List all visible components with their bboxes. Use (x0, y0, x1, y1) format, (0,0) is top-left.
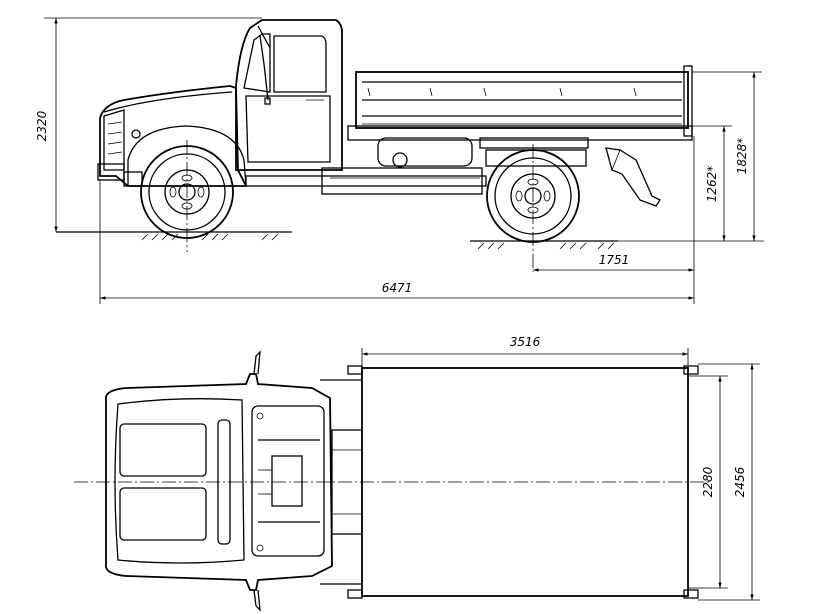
dimension-height: 2320 (35, 17, 262, 232)
side-view: 2320 6471 1751 1262* 1828* (35, 17, 764, 304)
dimension-platform-outer-width: 2456 (698, 363, 760, 601)
dimension-platform-length: 3516 (361, 335, 689, 368)
dimension-hitch-height: 1262* (618, 125, 764, 242)
truck-cab (97, 19, 343, 187)
dimension-platform-outer-width-label: 2456 (733, 466, 747, 497)
dimension-overall-length: 6471 (99, 136, 695, 304)
truck-chassis (245, 137, 589, 195)
dimension-overall-length-label: 6471 (382, 281, 413, 295)
dimension-hitch-height-label: 1262* (705, 166, 719, 203)
dimension-platform-height: 1828* (692, 71, 762, 241)
dimension-platform-inner-width: 2280 (688, 375, 728, 589)
dimension-platform-inner-width-label: 2280 (701, 466, 715, 497)
dimension-rear-overhang-label: 1751 (599, 253, 630, 267)
dimension-platform-height-label: 1828* (735, 138, 749, 175)
dump-platform (347, 65, 693, 207)
dimension-platform-length-label: 3516 (510, 335, 541, 349)
dimension-rear-overhang: 1751 (533, 253, 694, 272)
ground-line (56, 231, 618, 250)
top-view: 3516 2280 2456 (74, 335, 760, 612)
dimension-height-label: 2320 (35, 110, 49, 141)
cab-top (104, 350, 363, 612)
